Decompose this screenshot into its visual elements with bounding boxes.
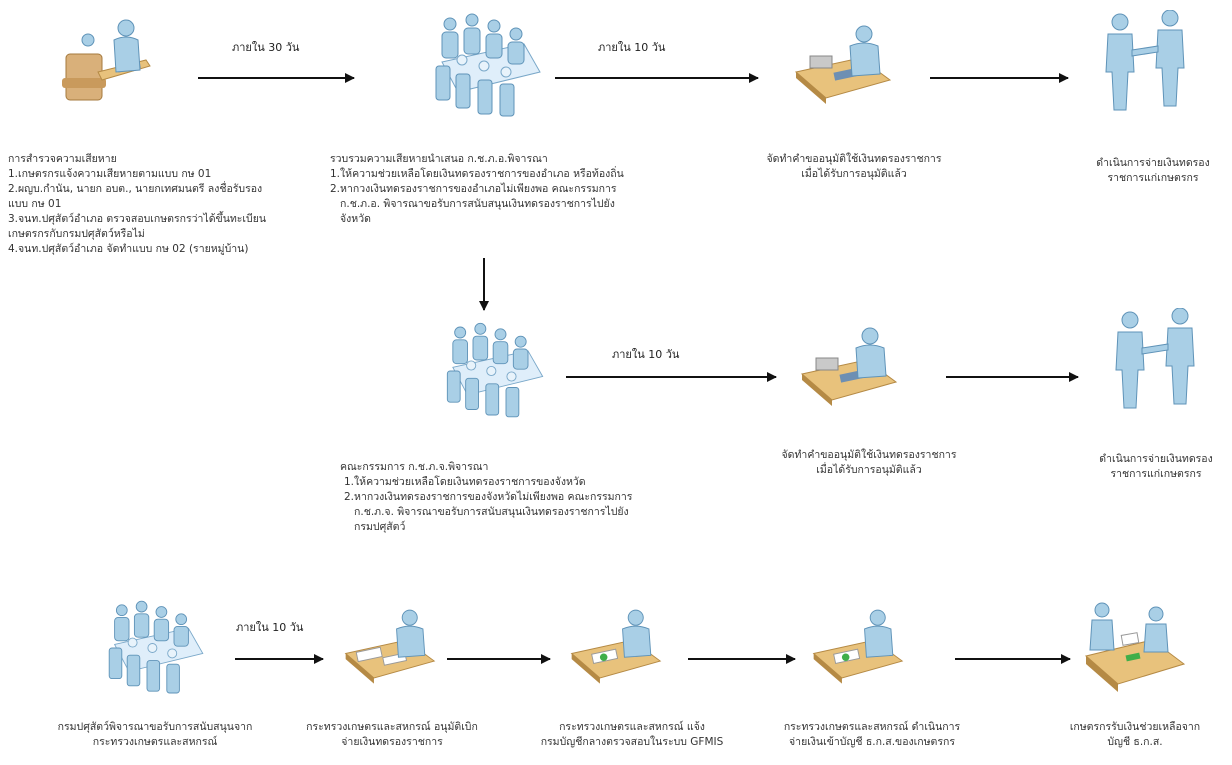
label-line: 2.ผญบ.กำนัน, นายก อบต., นายกเทศมนตรี ลงช… [8, 183, 263, 195]
handshake-icon [1098, 10, 1192, 116]
label-line: 1.ให้ความช่วยเหลือโดยเงินทดรองราชการของจ… [344, 476, 586, 488]
person-at-desk-icon [58, 14, 154, 110]
label-line: รวบรวมความเสียหายนำเสนอ ก.ช.ภ.อ.พิจารณา [330, 153, 548, 165]
clerk-with-papers-icon [566, 606, 664, 684]
label-line: 4.จนท.ปศุสัตว์อำเภอ จัดทำแบบ กษ 02 (รายห… [8, 243, 249, 255]
pay-farmers-1-label: ดำเนินการจ่ายเงินทดรอง ราชการแก่เกษตรกร [1078, 156, 1228, 186]
label-line: จ่ายเงินทดรองราชการ [341, 736, 443, 748]
prepare-disburse-1-label: จัดทำคำขออนุมัติใช้เงินทดรองราชการ เมื่อ… [744, 152, 964, 182]
dld-request-label: กรมปศุสัตว์พิจารณาขอรับการสนับสนุนจาก กร… [30, 720, 280, 750]
clerk-with-papers-icon [808, 606, 906, 684]
meeting-icon [440, 318, 550, 424]
edge-label-10-days-bottom: ภายใน 10 วัน [236, 621, 304, 634]
survey-label: การสำรวจความเสียหาย 1.เกษตรกรแจ้งความเสี… [8, 152, 266, 257]
label-line: เกษตรกรรับเงินช่วยเหลือจาก [1069, 721, 1201, 733]
province-committee-label: คณะกรรมการ ก.ช.ภ.จ.พิจารณา 1.ให้ความช่วย… [340, 460, 632, 535]
meeting-icon [102, 596, 210, 700]
handshake-icon [1108, 308, 1202, 414]
meeting-icon [428, 10, 548, 122]
clerk-with-papers-icon [790, 22, 894, 104]
label-line: ราชการแก่เกษตรกร [1110, 468, 1202, 480]
label-line: คณะกรรมการ ก.ช.ภ.จ.พิจารณา [340, 461, 489, 473]
prepare-disburse-2-label: จัดทำคำขออนุมัติใช้เงินทดรองราชการ เมื่อ… [754, 448, 984, 478]
district-committee-label: รวบรวมความเสียหายนำเสนอ ก.ช.ภ.อ.พิจารณา … [330, 152, 624, 227]
edge-label-30-days: ภายใน 30 วัน [232, 41, 300, 54]
label-line: จ่ายเงินเข้าบัญชี ธ.ก.ส.ของเกษตรกร [789, 736, 955, 748]
label-line: จัดทำคำขออนุมัติใช้เงินทดรองราชการ [781, 449, 957, 461]
label-line: 2.หากวงเงินทดรองราชการของจังหวัดไม่เพียง… [344, 491, 633, 503]
label-line: เมื่อได้รับการอนุมัติแล้ว [801, 168, 907, 180]
label-line: 2.หากวงเงินทดรองราชการของอำเภอไม่เพียงพอ… [330, 183, 617, 195]
edge-label-10-days-top: ภายใน 10 วัน [598, 41, 666, 54]
moac-notify-label: กระทรวงเกษตรและสหกรณ์ แจ้ง กรมบัญชีกลางต… [512, 720, 752, 750]
clerk-with-papers-icon [340, 606, 438, 684]
pay-farmers-2-label: ดำเนินการจ่ายเงินทดรอง ราชการแก่เกษตรกร [1082, 452, 1230, 482]
edge-label-10-days-middle: ภายใน 10 วัน [612, 348, 680, 361]
moac-transfer-label: กระทรวงเกษตรและสหกรณ์ ดำเนินการ จ่ายเงิน… [752, 720, 992, 750]
farmer-receive-label: เกษตรกรรับเงินช่วยเหลือจาก บัญชี ธ.ก.ส. [1040, 720, 1230, 750]
clerk-with-papers-icon [796, 324, 900, 406]
label-line: แบบ กษ 01 [8, 198, 62, 210]
label-line: ดำเนินการจ่ายเงินทดรอง [1099, 453, 1213, 465]
label-line: เกษตรกรกับกรมปศุสัตว์หรือไม่ [8, 228, 145, 240]
label-line: การสำรวจความเสียหาย [8, 153, 117, 165]
label-line: ดำเนินการจ่ายเงินทดรอง [1096, 157, 1210, 169]
label-line: กระทรวงเกษตรและสหกรณ์ [92, 736, 218, 748]
label-line: กรมบัญชีกลางตรวจสอบในระบบ GFMIS [540, 736, 724, 748]
label-line: กระทรวงเกษตรและสหกรณ์ แจ้ง [559, 721, 705, 733]
moac-approve-label: กระทรวงเกษตรและสหกรณ์ อนุมัติเบิก จ่ายเง… [282, 720, 502, 750]
label-line: ก.ช.ภ.จ. พิจารณาขอรับการสนับสนุนเงินทดรอ… [354, 506, 629, 518]
label-line: กระทรวงเกษตรและสหกรณ์ อนุมัติเบิก [306, 721, 478, 733]
label-line: กระทรวงเกษตรและสหกรณ์ ดำเนินการ [783, 721, 961, 733]
label-line: กรมปศุสัตว์พิจารณาขอรับการสนับสนุนจาก [57, 721, 253, 733]
label-line: จังหวัด [340, 213, 371, 225]
label-line: 1.ให้ความช่วยเหลือโดยเงินทดรองราชการของอ… [330, 168, 624, 180]
label-line: 1.เกษตรกรแจ้งความเสียหายตามแบบ กษ 01 [8, 168, 212, 180]
label-line: 3.จนท.ปศุสัตว์อำเภอ ตรวจสอบเกษตรกรว่าได้… [8, 213, 267, 225]
label-line: ราชการแก่เกษตรกร [1107, 172, 1199, 184]
bank-counter-icon [1082, 598, 1188, 694]
label-line: ก.ช.ภ.อ. พิจารณาขอรับการสนับสนุนเงินทดรอ… [340, 198, 615, 210]
label-line: กรมปศุสัตว์ [354, 521, 406, 533]
label-line: จัดทำคำขออนุมัติใช้เงินทดรองราชการ [766, 153, 942, 165]
label-line: เมื่อได้รับการอนุมัติแล้ว [816, 464, 922, 476]
label-line: บัญชี ธ.ก.ส. [1107, 736, 1163, 748]
